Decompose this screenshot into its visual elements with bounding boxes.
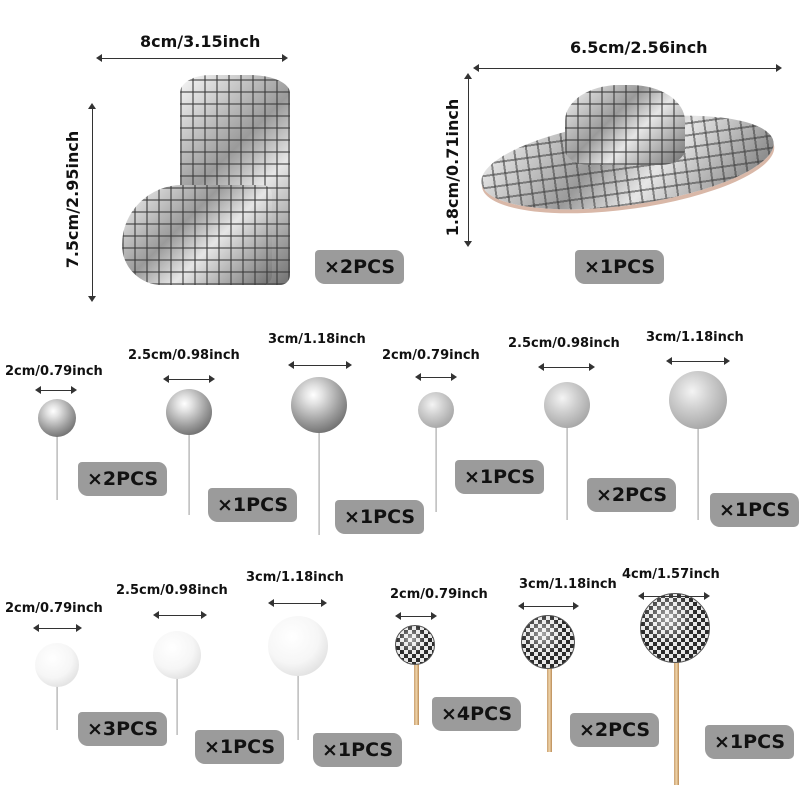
quantity-badge: ×1PCS: [195, 730, 285, 764]
size-label: 4cm/1.57inch: [622, 567, 720, 582]
boot-height-arrow: [88, 103, 96, 302]
quantity-badge: ×2PCS: [78, 462, 168, 496]
boot-quantity-badge: ×2PCS: [315, 250, 405, 284]
quantity-badge: ×4PCS: [432, 697, 522, 731]
hat-width-arrow: [473, 64, 782, 72]
size-label: 3cm/1.18inch: [246, 570, 344, 585]
quantity-badge: ×1PCS: [705, 725, 795, 759]
size-label: 3cm/1.18inch: [646, 330, 744, 345]
quantity-badge: ×1PCS: [313, 733, 403, 767]
white-foam-ball-image: [35, 643, 79, 687]
size-arrow: [153, 611, 207, 619]
boot-width-arrow: [96, 54, 288, 62]
size-label: 2.5cm/0.98inch: [128, 348, 240, 363]
silver-glitter-ball-image: [544, 382, 590, 428]
size-arrow: [268, 599, 327, 607]
boot-width-label: 8cm/3.15inch: [140, 32, 261, 51]
size-arrow: [33, 624, 82, 632]
white-foam-ball-image: [153, 631, 201, 679]
size-arrow: [163, 375, 215, 383]
size-label: 3cm/1.18inch: [268, 332, 366, 347]
white-foam-ball-image: [268, 616, 328, 676]
quantity-badge: ×1PCS: [335, 500, 425, 534]
topper-stick: [297, 646, 299, 740]
size-arrow: [395, 612, 437, 620]
size-arrow: [518, 602, 579, 610]
topper-stick: [435, 410, 437, 512]
size-label: 2cm/0.79inch: [390, 587, 488, 602]
size-label: 2cm/0.79inch: [5, 364, 103, 379]
size-label: 3cm/1.18inch: [519, 577, 617, 592]
topper-stick: [318, 405, 320, 535]
silver-pearl-ball-image: [291, 377, 347, 433]
hat-height-label: 1.8cm/0.71inch: [443, 98, 462, 237]
topper-stick: [414, 645, 419, 725]
size-arrow: [288, 361, 352, 369]
size-label: 2.5cm/0.98inch: [116, 583, 228, 598]
size-arrow: [415, 373, 457, 381]
hat-width-label: 6.5cm/2.56inch: [570, 38, 708, 57]
topper-stick: [697, 400, 699, 520]
hat-height-arrow: [464, 73, 472, 247]
disco-ball-image: [395, 625, 435, 665]
size-arrow: [638, 592, 710, 600]
quantity-badge: ×1PCS: [455, 460, 545, 494]
disco-boot-image: [120, 75, 292, 290]
hat-quantity-badge: ×1PCS: [575, 250, 665, 284]
quantity-badge: ×2PCS: [570, 713, 660, 747]
quantity-badge: ×2PCS: [587, 478, 677, 512]
disco-cowboy-hat-image: [475, 80, 780, 226]
silver-glitter-ball-image: [669, 371, 727, 429]
topper-stick: [188, 412, 190, 515]
quantity-badge: ×3PCS: [78, 712, 168, 746]
disco-ball-image: [640, 593, 710, 663]
boot-height-label: 7.5cm/2.95inch: [63, 130, 82, 269]
size-arrow: [35, 386, 77, 394]
topper-stick: [547, 642, 552, 752]
topper-stick: [566, 405, 568, 520]
topper-stick: [176, 655, 178, 735]
size-label: 2.5cm/0.98inch: [508, 336, 620, 351]
topper-stick: [674, 628, 679, 785]
size-arrow: [538, 363, 595, 371]
size-label: 2cm/0.79inch: [382, 348, 480, 363]
topper-stick: [56, 418, 58, 500]
disco-ball-image: [521, 615, 575, 669]
silver-pearl-ball-image: [166, 389, 212, 435]
size-arrow: [666, 357, 730, 365]
quantity-badge: ×1PCS: [208, 488, 298, 522]
silver-pearl-ball-image: [38, 399, 76, 437]
silver-glitter-ball-image: [418, 392, 454, 428]
size-label: 2cm/0.79inch: [5, 601, 103, 616]
quantity-badge: ×1PCS: [710, 493, 800, 527]
topper-stick: [56, 665, 58, 730]
